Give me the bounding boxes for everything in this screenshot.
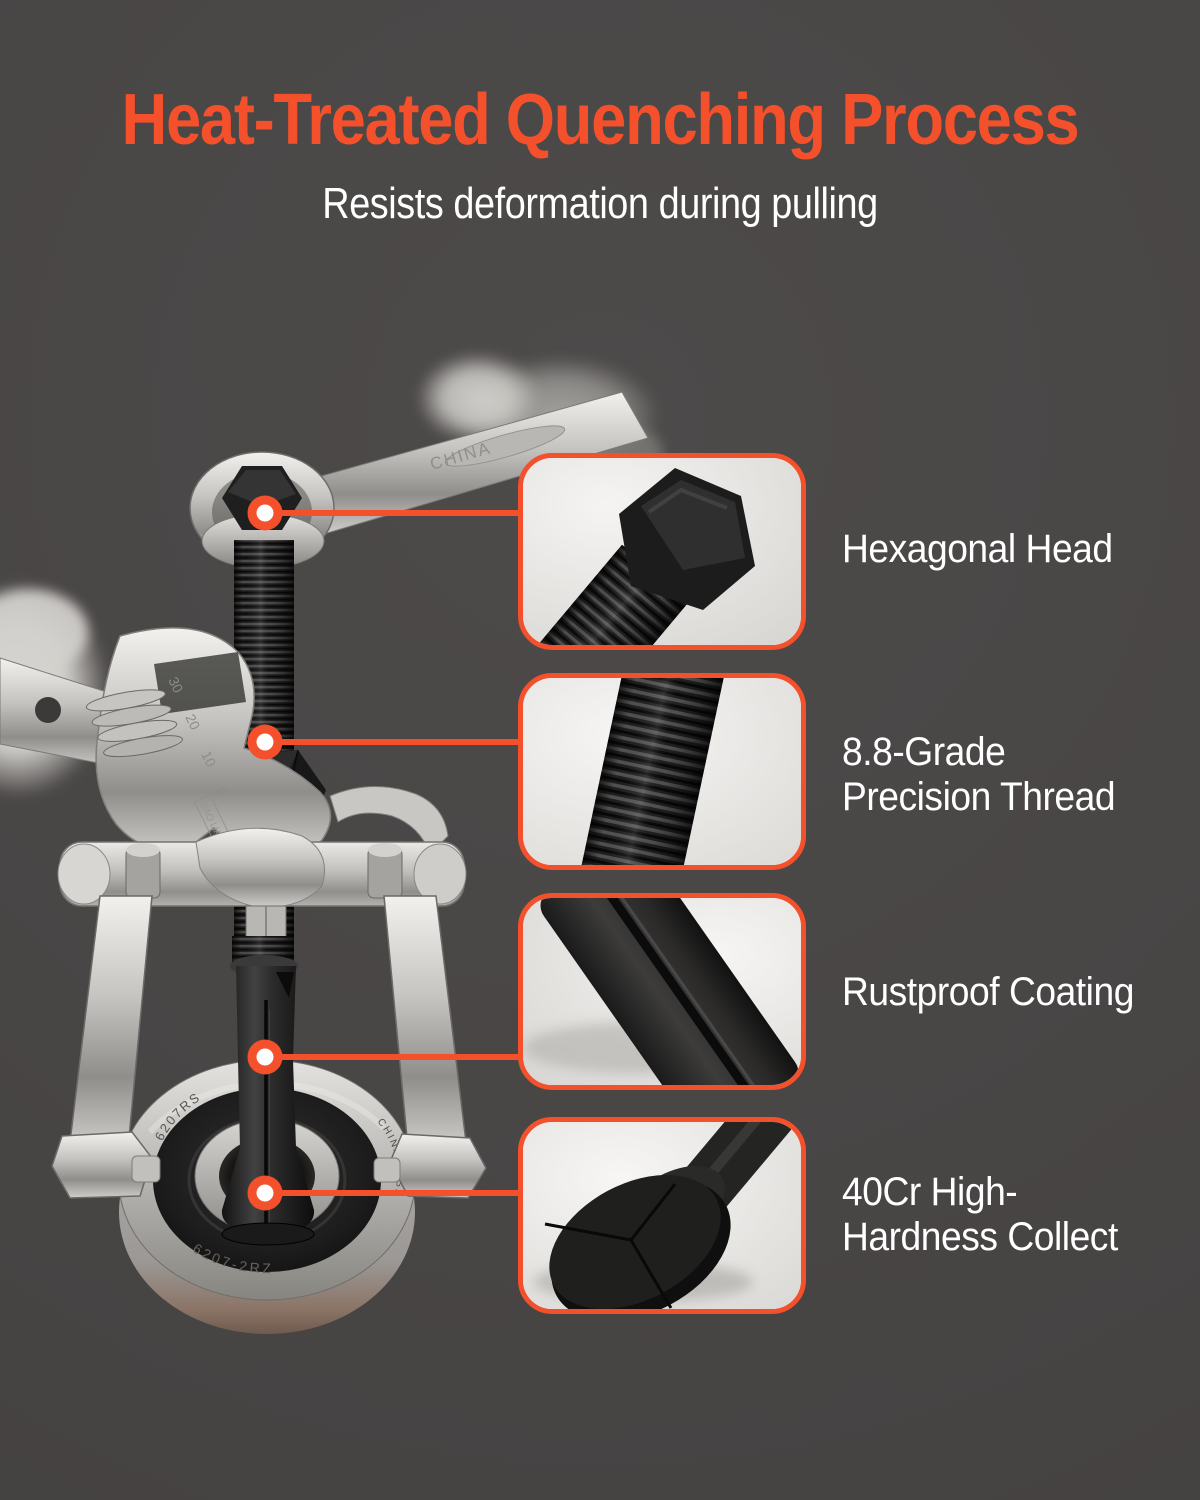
feature-label-rustproof-coating: Rustproof Coating [842,970,1134,1015]
scale-mark-30: 30 [165,674,186,695]
page-subtitle: Resists deformation during pulling [322,179,878,228]
scale-mark-10: 10 [198,748,219,769]
rustproof-coating-thumbnail [523,898,801,1085]
callout-line-1 [266,510,523,516]
feature-label-line: Hexagonal Head [842,527,1113,571]
precision-thread-thumbnail [523,678,801,865]
feature-label-line: Hardness Collect [842,1215,1118,1259]
feature-label-line: 40Cr High- [842,1170,1018,1214]
feature-card-precision-thread [518,673,806,870]
callout-dot-4 [247,1175,283,1211]
callout-dot-1 [247,495,283,531]
callout-line-2 [266,739,523,745]
callout-line-3 [266,1054,523,1060]
feature-label-hardness-collet: 40Cr High- Hardness Collect [842,1170,1118,1260]
callout-dot-3 [247,1039,283,1075]
feature-label-line: 8.8-Grade [842,730,1006,774]
collet [221,955,315,1246]
feature-label-precision-thread: 8.8-Grade Precision Thread [842,730,1116,820]
puller-arm-right [383,895,467,1149]
hexagonal-head-thumbnail [523,458,801,645]
feature-card-rustproof-coating [518,893,806,1090]
callout-line-4 [266,1190,523,1196]
feature-label-line: Precision Thread [842,775,1116,819]
scale-mark-20: 20 [182,711,203,732]
puller-crosshead [57,786,467,968]
feature-card-hexagonal-head [518,453,806,650]
callout-connectors [247,495,523,1211]
wrench-scale-marks: 30 20 10 0 [165,674,231,798]
feature-label-line: Rustproof Coating [842,970,1134,1014]
feature-card-hardness-collet [518,1117,806,1314]
callout-dot-2 [247,724,283,760]
adjustable-wrench: 30 20 10 0 BAO LIAN [0,627,332,857]
page-title: Heat-Treated Quenching Process [121,80,1080,160]
feature-label-hexagonal-head: Hexagonal Head [842,527,1113,572]
hardness-collet-thumbnail [523,1122,801,1309]
puller-arm-left [69,895,153,1149]
puller-foot-left [51,1131,161,1199]
puller-foot-right [373,1133,487,1199]
